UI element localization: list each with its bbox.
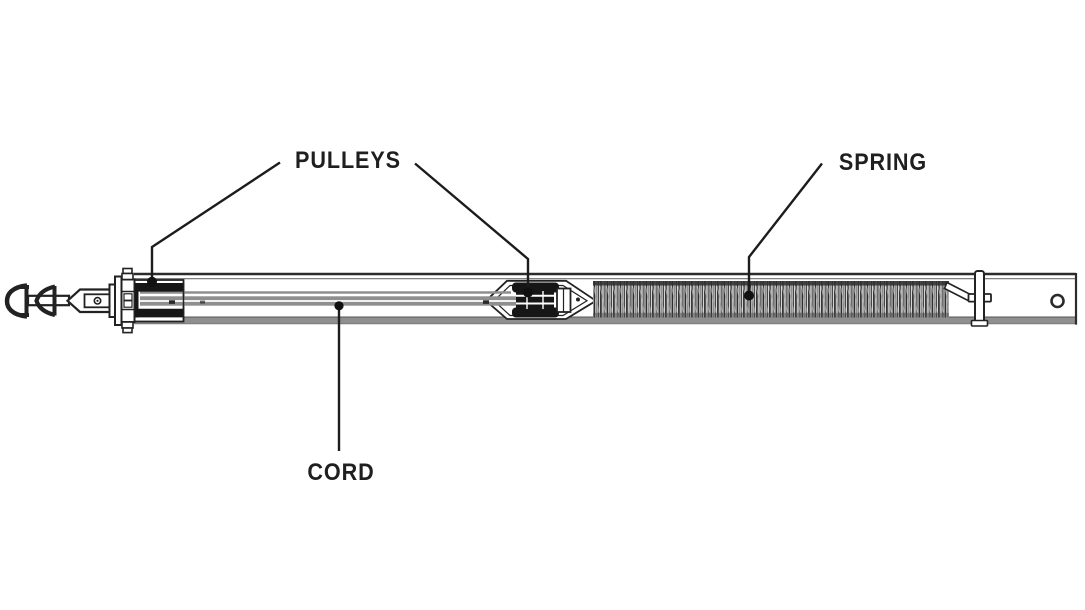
plate-rivet: [576, 297, 580, 302]
end-cap-bottom-tab: [122, 327, 133, 334]
mounting-hole: [1050, 293, 1065, 309]
cord-dot: [334, 301, 344, 311]
middle-pulley: [512, 282, 572, 318]
middle-pulley-bottom-sheave: [512, 307, 559, 318]
label-cord: CORD: [307, 459, 375, 486]
callout-leaders: [150, 161, 823, 451]
callout-dots: [147, 276, 754, 311]
left-end-cap: [114, 267, 136, 334]
pulleys-right-dot: [523, 287, 533, 298]
pin-shaft: [974, 270, 985, 327]
hook-curve-outer: [4, 283, 28, 319]
hook-curve-inner: [34, 284, 56, 318]
left-pulley-top-sheave: [137, 283, 184, 292]
cord-line: [140, 291, 516, 306]
tube-bottom-edge: [134, 317, 1076, 324]
retaining-pin: [967, 270, 992, 327]
pulleys-leader-right: [414, 162, 530, 291]
label-spring: SPRING: [838, 149, 928, 176]
spring-dot: [744, 290, 754, 301]
label-pulleys: PULLEYS: [295, 147, 401, 174]
left-pulley-bottom-sheave: [137, 308, 184, 318]
spring-coil: [593, 281, 974, 318]
spring-leader: [747, 162, 823, 293]
pulleys-leader-left: [150, 161, 281, 279]
anchor-shaft: [26, 294, 71, 307]
pin-foot: [970, 319, 989, 327]
hook-anchor-assembly: [4, 283, 116, 319]
pulleys-left-dot: [147, 276, 157, 287]
